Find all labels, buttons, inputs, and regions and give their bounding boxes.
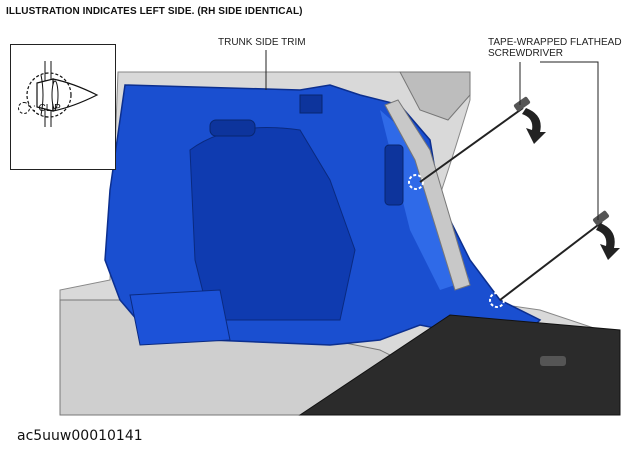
clip-detail-drawing <box>26 61 99 127</box>
clip-icon <box>489 292 505 308</box>
trim-bracket <box>299 94 323 114</box>
mat-handle <box>540 356 566 366</box>
screwdriver-label: TAPE-WRAPPED FLATHEAD SCREWDRIVER <box>488 37 628 59</box>
clip-legend-icon <box>18 102 30 114</box>
storage-box <box>129 289 231 346</box>
clip-detail-inset <box>10 44 116 170</box>
seatbelt-strap <box>384 99 471 291</box>
screwdriver-icon <box>499 210 609 301</box>
trim-handle <box>209 119 256 137</box>
diagram-title: ILLUSTRATION INDICATES LEFT SIDE. (RH SI… <box>6 6 303 17</box>
screwdriver-label-line2: SCREWDRIVER <box>488 48 564 59</box>
screwdriver-label-line1: TAPE-WRAPPED FLATHEAD <box>488 37 622 48</box>
figure-id-caption: ac5uuw00010141 <box>17 428 143 444</box>
arrow-icon <box>596 223 620 260</box>
clip-legend-label: : CLIP <box>33 102 61 114</box>
cargo-mat <box>298 314 621 416</box>
clip-icon <box>408 174 424 190</box>
trunk-side-trim-label: TRUNK SIDE TRIM <box>218 37 306 48</box>
trim-recess <box>189 127 356 321</box>
clip-legend: : CLIP <box>18 102 61 114</box>
arrow-icon <box>522 108 546 144</box>
trim-vent <box>384 144 404 206</box>
rear-pillar <box>399 71 471 121</box>
screwdriver-leader-line <box>540 61 599 220</box>
screwdriver-icon <box>419 96 531 183</box>
